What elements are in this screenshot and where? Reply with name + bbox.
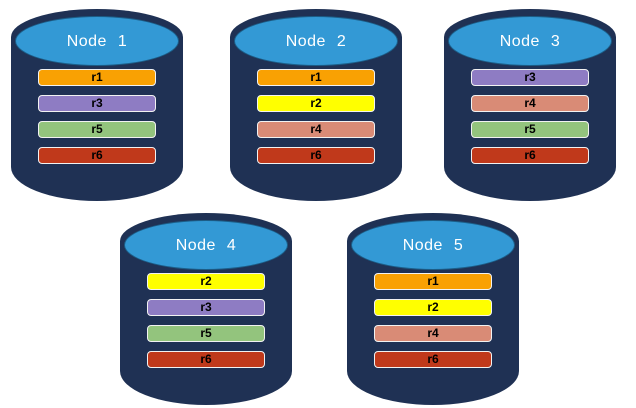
replica-list: r2 r3 r5 r6 [147, 273, 265, 368]
db-node-2: Node 2 r1 r2 r4 r6 [230, 9, 402, 201]
replica-bar: r6 [257, 147, 375, 164]
replica-bar: r4 [257, 121, 375, 138]
db-node-4: Node 4 r2 r3 r5 r6 [120, 213, 292, 405]
db-node-3: Node 3 r3 r4 r5 r6 [444, 9, 616, 201]
cylinder-top-ellipse: Node 2 [234, 16, 398, 66]
replica-bar: r2 [257, 95, 375, 112]
replica-bar: r6 [471, 147, 589, 164]
node-title: Node 3 [499, 33, 561, 50]
replica-bar: r5 [147, 325, 265, 342]
cylinder-top-ellipse: Node 4 [124, 220, 288, 270]
replica-bar: r1 [374, 273, 492, 290]
replica-list: r1 r2 r4 r6 [257, 69, 375, 164]
replica-bar: r3 [147, 299, 265, 316]
replica-bar: r6 [38, 147, 156, 164]
replica-bar: r1 [38, 69, 156, 86]
node-title: Node 1 [66, 33, 128, 50]
db-node-1: Node 1 r1 r3 r5 r6 [11, 9, 183, 201]
replica-bar: r2 [374, 299, 492, 316]
cylinder-top-ellipse: Node 3 [448, 16, 612, 66]
cylinder-top-ellipse: Node 5 [351, 220, 515, 270]
replica-list: r1 r3 r5 r6 [38, 69, 156, 164]
node-title: Node 4 [175, 237, 237, 254]
replica-bar: r5 [38, 121, 156, 138]
replica-bar: r5 [471, 121, 589, 138]
replica-list: r3 r4 r5 r6 [471, 69, 589, 164]
cylinder-top-ellipse: Node 1 [15, 16, 179, 66]
replica-list: r1 r2 r4 r6 [374, 273, 492, 368]
node-title: Node 2 [285, 33, 347, 50]
replica-bar: r4 [374, 325, 492, 342]
db-node-5: Node 5 r1 r2 r4 r6 [347, 213, 519, 405]
replica-bar: r6 [147, 351, 265, 368]
node-title: Node 5 [402, 237, 464, 254]
replica-bar: r1 [257, 69, 375, 86]
replica-bar: r6 [374, 351, 492, 368]
replica-bar: r4 [471, 95, 589, 112]
replica-bar: r2 [147, 273, 265, 290]
replica-bar: r3 [471, 69, 589, 86]
replica-bar: r3 [38, 95, 156, 112]
